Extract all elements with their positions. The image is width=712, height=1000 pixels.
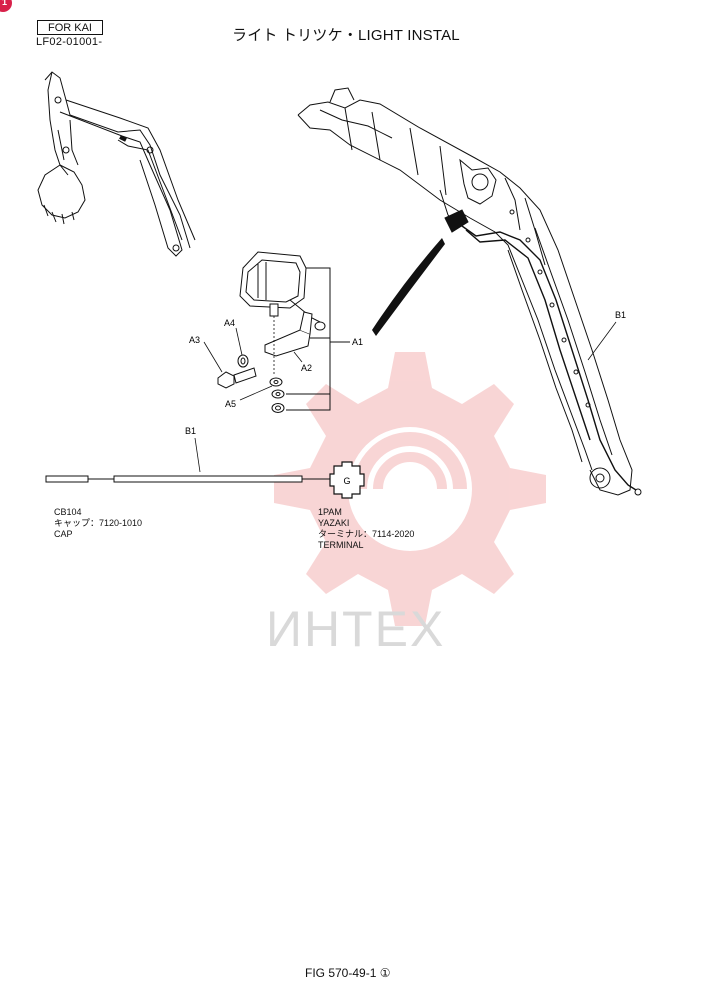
- note-cap-line: CB104: [54, 507, 82, 517]
- figure-number: FIG 570-49-1 ①: [305, 966, 391, 980]
- watermark-gear-icon: [274, 352, 546, 626]
- boom-lamp: [444, 209, 642, 496]
- callout-a4: A4: [224, 318, 235, 328]
- a1-leader: [286, 267, 350, 411]
- boom-drawing: [297, 87, 633, 496]
- note-cap-line: キャップ：7120-1010: [54, 518, 143, 528]
- note-cap: CB104 キャップ：7120-1010 CAP: [54, 507, 142, 540]
- note-terminal-line: TERMINAL: [318, 540, 364, 550]
- note-cap-line: CAP: [54, 529, 73, 539]
- note-terminal-line: ターミナル：7114-2020: [318, 529, 415, 539]
- note-terminal-line: YAZAKI: [318, 518, 350, 528]
- model-box: FOR KAI: [37, 20, 103, 35]
- washers-a5: [269, 377, 285, 413]
- callout-a1: A1: [352, 337, 363, 347]
- connector-1pam: [329, 461, 365, 499]
- washer-a4: [237, 354, 249, 368]
- note-terminal-line: 1PAM: [318, 507, 342, 517]
- callout-a3: A3: [189, 335, 200, 345]
- note-terminal: 1PAM YAZAKI ターミナル：7114-2020 TERMINAL: [318, 507, 414, 551]
- watermark-text: ИНТЕХ: [266, 601, 446, 657]
- page-code: LF02-01001-: [36, 36, 103, 48]
- leader-lines: [194, 321, 617, 473]
- excavator-overview: [37, 71, 196, 257]
- callout-b1-boom: B1: [615, 310, 626, 320]
- overview-lamp-marker: [119, 135, 127, 142]
- page-title: ライト トリツケ・LIGHT INSTAL: [232, 27, 460, 44]
- callout-b1-harness: B1: [185, 426, 196, 436]
- detail-pointer-arrow: [372, 238, 445, 336]
- connector-letter: G: [343, 476, 350, 486]
- callout-a2: A2: [301, 363, 312, 373]
- harness-b1: [45, 475, 334, 483]
- work-light: [239, 251, 326, 331]
- bracket: [264, 311, 313, 357]
- callout-a5: A5: [225, 399, 236, 409]
- bolt: [217, 367, 257, 389]
- page-badge-number: 1: [2, 0, 8, 7]
- page-badge: 1: [0, 0, 12, 12]
